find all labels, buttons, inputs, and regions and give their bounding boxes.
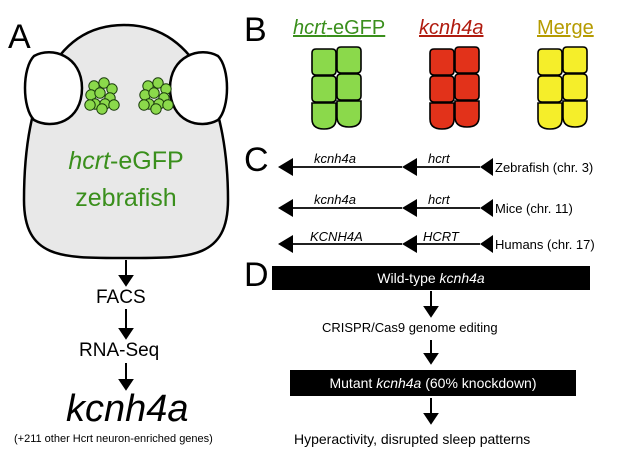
row2-gene1: kcnh4a (314, 192, 356, 207)
cell-hcrt-egfp (311, 102, 337, 130)
locus-end-arrowhead (480, 199, 493, 217)
cell-kcnh4a (429, 102, 455, 130)
cell-merge (562, 100, 588, 128)
row2-species: Mice (chr. 11) (495, 201, 573, 216)
cell-merge (562, 73, 588, 101)
cell-kcnh4a (429, 48, 455, 76)
cell-hcrt-egfp (311, 48, 337, 76)
gene2-arrowhead (402, 199, 417, 217)
gene2-arrowhead (402, 235, 417, 253)
row3-gene1: KCNH4A (310, 229, 363, 244)
cell-kcnh4a (454, 46, 480, 74)
crispr-step: CRISPR/Cas9 genome editing (322, 320, 498, 335)
neuron-cell (162, 99, 174, 111)
zebrafish-head-icon (22, 23, 230, 260)
neuron-cell (108, 99, 120, 111)
step-facs: FACS (96, 287, 146, 308)
gene2-arrowhead (402, 158, 417, 176)
row1-species: Zebrafish (chr. 3) (495, 160, 594, 175)
cell-grid-merge (537, 46, 588, 130)
cell-kcnh4a (429, 75, 455, 103)
cell-merge (537, 48, 563, 76)
header-kcnh4a: kcnh4a (419, 17, 484, 39)
phenotype-outcome: Hyperactivity, disrupted sleep patterns (294, 431, 531, 447)
step-rna-seq: RNA-Seq (79, 340, 160, 361)
row1-gene1: kcnh4a (314, 151, 356, 166)
result-gene: kcnh4a (66, 388, 189, 430)
row2-gene2: hcrt (428, 192, 450, 207)
row1-gene2: hcrt (428, 151, 450, 166)
locus-end-arrowhead (480, 158, 493, 176)
neuron-cell (84, 99, 96, 111)
cell-merge (562, 46, 588, 74)
cell-merge (537, 102, 563, 130)
panel-d-arrows (423, 291, 439, 425)
panel-label-a: A (8, 18, 31, 56)
panel-label-d: D (244, 256, 269, 294)
neuron-cell (148, 87, 160, 99)
cell-grid-kcnh4a (429, 46, 480, 130)
neuron-cell (96, 103, 108, 115)
synteny-gene-arrows (278, 158, 493, 253)
synteny-row-1 (278, 158, 493, 176)
cell-hcrt-egfp (336, 46, 362, 74)
gene1-arrowhead (278, 158, 293, 176)
gene1-arrowhead (278, 235, 293, 253)
header-merge: Merge (537, 17, 594, 39)
neuron-cell (150, 103, 162, 115)
neuron-cell (94, 87, 106, 99)
cell-hcrt-egfp (336, 100, 362, 128)
expression-cell-grids (311, 46, 588, 130)
footnote: (+211 other Hcrt neuron-enriched genes) (14, 433, 213, 445)
gene1-arrowhead (278, 199, 293, 217)
panel-label-b: B (244, 11, 267, 49)
neuron-cell (152, 77, 164, 89)
wild-type-bar: Wild-type kcnh4a (272, 266, 590, 290)
neuron-cell (98, 77, 110, 89)
cell-hcrt-egfp (311, 75, 337, 103)
neuron-cluster-1 (84, 77, 120, 115)
locus-end-arrowhead (480, 235, 493, 253)
cell-hcrt-egfp (336, 73, 362, 101)
mutant-bar: Mutant kcnh4a (60% knockdown) (290, 370, 576, 396)
synteny-row-2 (278, 199, 493, 217)
neuron-cluster-2 (138, 77, 174, 115)
cell-kcnh4a (454, 100, 480, 128)
header-hcrt-egfp: hcrt-eGFP (293, 17, 386, 39)
hcrt-neuron-clusters (84, 77, 174, 115)
cell-grid-hcrt-egfp (311, 46, 362, 130)
synteny-row-3 (278, 235, 493, 253)
fish-species-label: zebrafish (75, 184, 177, 212)
row3-gene2: HCRT (423, 229, 459, 244)
panel-label-c: C (244, 141, 269, 179)
fish-line-label: hcrt-eGFP (68, 147, 184, 175)
neuron-cell (138, 99, 150, 111)
row3-species: Humans (chr. 17) (495, 237, 595, 252)
cell-merge (537, 75, 563, 103)
cell-kcnh4a (454, 73, 480, 101)
panel-a-arrows (118, 260, 134, 391)
